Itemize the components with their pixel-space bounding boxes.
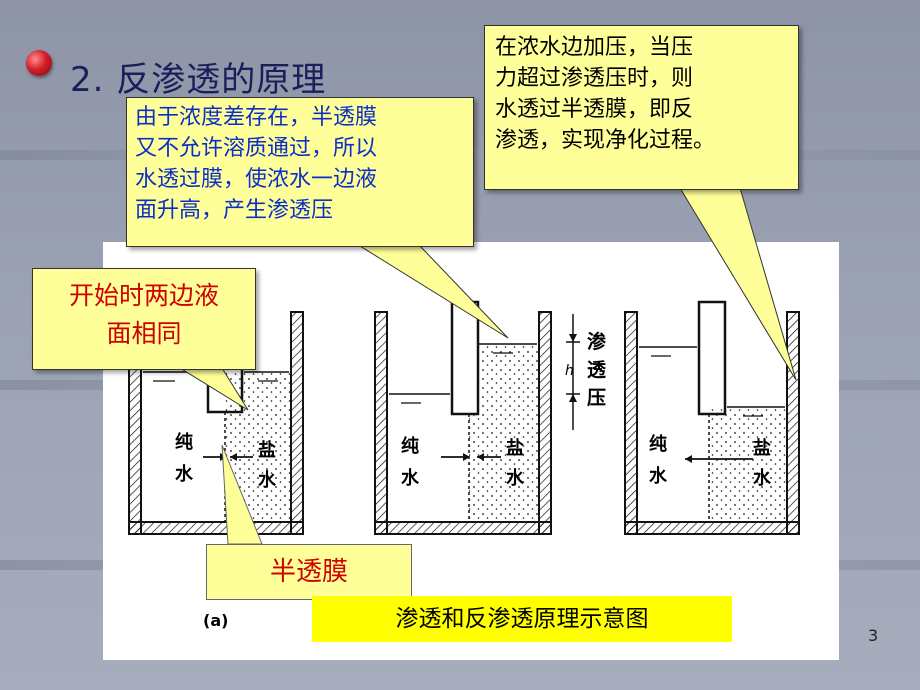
callout-initial-state: 开始时两边液 面相同	[32, 268, 256, 370]
pure-water-label: 水	[401, 467, 420, 489]
osmotic-pressure-label: 透	[587, 359, 607, 381]
bullet-icon	[26, 50, 52, 76]
salt-water-label: 盐	[258, 439, 276, 461]
salt-water-label: 盐	[506, 437, 524, 459]
pure-water-label: 纯	[175, 431, 193, 453]
pure-water-label: 水	[175, 463, 194, 485]
callout-line: 渗透，实现净化过程。	[495, 128, 716, 153]
callout-line: 面升高，产生渗透压	[135, 198, 334, 223]
callout-semipermeable-membrane: 半透膜	[206, 544, 412, 600]
slide-title: 2. 反渗透的原理	[70, 60, 327, 100]
pure-water-label: 纯	[649, 433, 667, 455]
height-symbol: h	[565, 363, 574, 379]
pure-water-label: 水	[649, 465, 668, 487]
osmotic-pressure-label: 压	[587, 387, 606, 409]
diagram-caption: 渗透和反渗透原理示意图	[312, 596, 732, 642]
beaker-reverse-osmosis: 纯 水 盐 水	[624, 300, 800, 535]
callout-line: 水透过半透膜，即反	[495, 97, 694, 122]
panel-label: (a)	[203, 611, 228, 630]
callout-line: 在浓水边加压，当压	[495, 35, 694, 60]
osmotic-pressure-label: 渗	[587, 330, 607, 353]
callout-line: 由于浓度差存在，半透膜	[135, 105, 378, 130]
page-number: 3	[868, 626, 879, 645]
pure-water-label: 纯	[401, 435, 419, 457]
callout-line: 水透过膜，使浓水一边液	[135, 167, 378, 192]
callout-line: 开始时两边液	[68, 281, 219, 310]
salt-water-label: 盐	[753, 437, 771, 459]
callout-line: 力超过渗透压时，则	[495, 66, 694, 91]
callout-osmosis-explanation: 由于浓度差存在，半透膜 又不允许溶质通过，所以 水透过膜，使浓水一边液 面升高，…	[126, 97, 474, 247]
callout-reverse-osmosis-explanation: 在浓水边加压，当压 力超过渗透压时，则 水透过半透膜，即反 渗透，实现净化过程。	[484, 25, 799, 190]
salt-water-label: 水	[258, 469, 277, 491]
salt-water-label: 水	[506, 467, 525, 489]
callout-line: 面相同	[106, 319, 182, 348]
beaker-osmosis: 纯 水 盐 水 h 渗 透 压	[374, 300, 607, 535]
salt-water-label: 水	[753, 467, 772, 489]
callout-line: 又不允许溶质通过，所以	[135, 136, 378, 161]
